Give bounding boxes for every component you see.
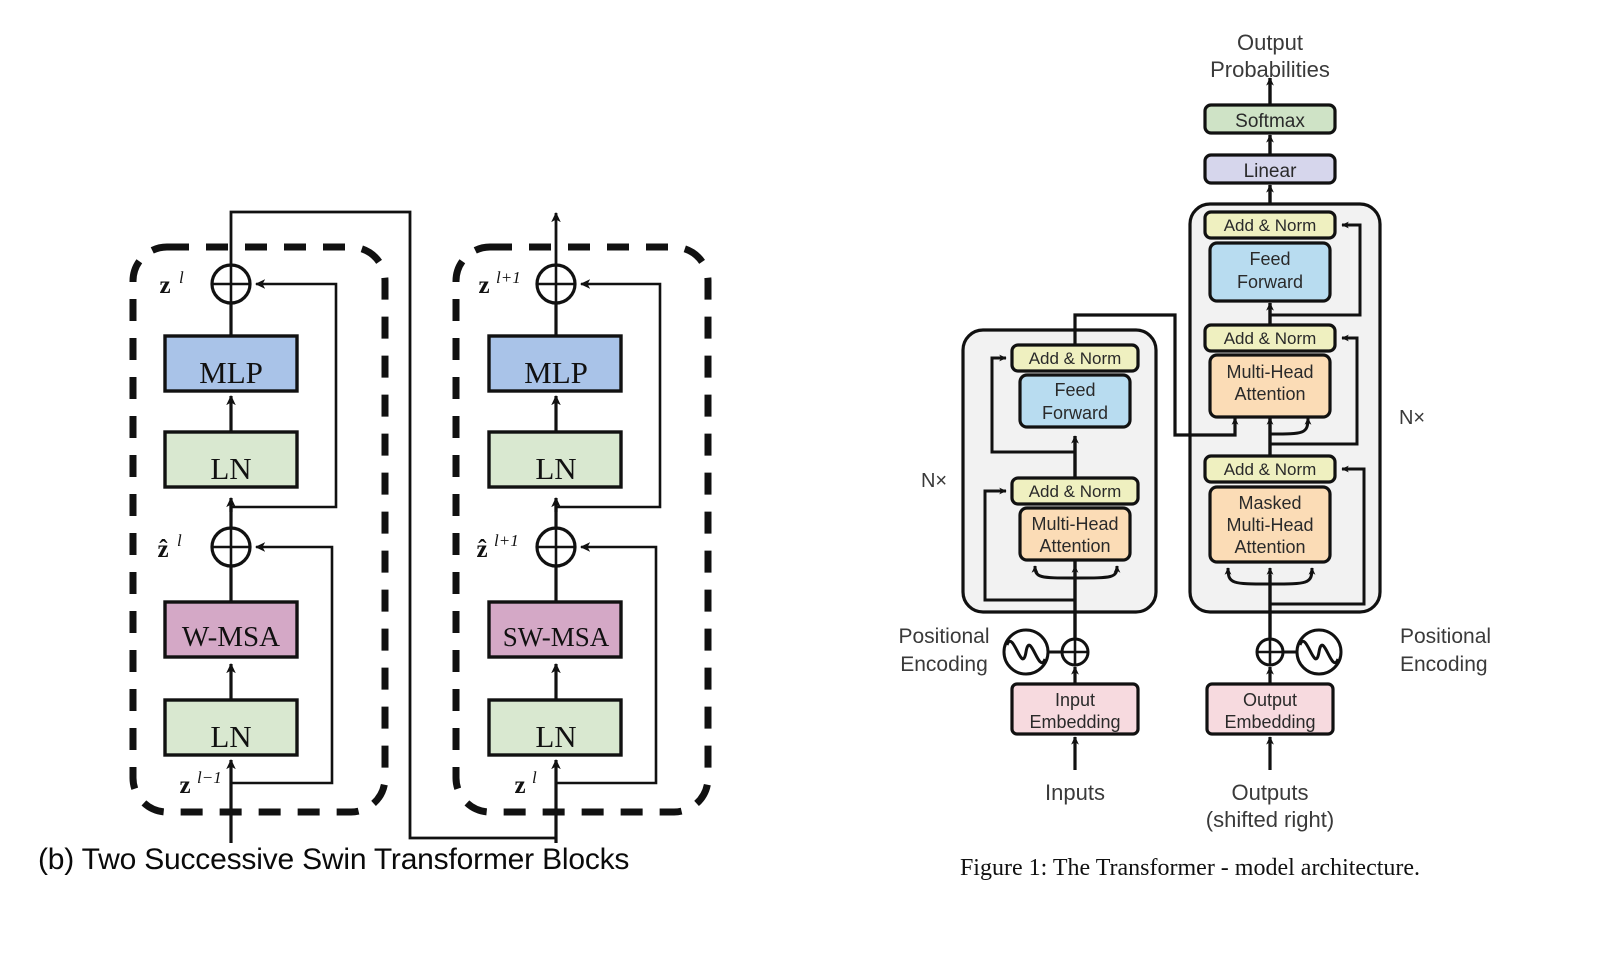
encoder-nx: N×: [921, 470, 947, 492]
svg-text:Multi-Head: Multi-Head: [1226, 362, 1313, 382]
transformer-texts: Output Probabilities Softmax Linear Add …: [898, 30, 1491, 832]
swin-block-2: [452, 211, 712, 843]
svg-text:Forward: Forward: [1237, 272, 1303, 292]
input-embedding-box: [1010, 682, 1140, 736]
swin-block-2-labels: z l+1 ẑ l+1 z l: [476, 268, 537, 799]
encoder-addnorm-2-label: Add & Norm: [1029, 349, 1122, 368]
outputs-label-1: Outputs: [1231, 780, 1308, 805]
svg-text:ẑ: ẑ: [157, 536, 168, 563]
svg-text:Forward: Forward: [1042, 403, 1108, 423]
svg-text:Output: Output: [1243, 690, 1297, 710]
pe-left-line1: Positional: [898, 625, 989, 648]
swin-box-texts: MLP LN W-MSA LN MLP LN SW-MSA LN: [182, 355, 610, 754]
svg-text:Feed: Feed: [1054, 380, 1095, 400]
softmax-label: Softmax: [1235, 111, 1305, 132]
swin-figure-caption: (b) Two Successive Swin Transformer Bloc…: [38, 843, 630, 876]
svg-text:Input: Input: [1055, 690, 1095, 710]
svg-text:l+1: l+1: [496, 268, 521, 287]
svg-text:Multi-Head: Multi-Head: [1031, 514, 1118, 534]
svg-text:l: l: [532, 768, 537, 787]
output-embedding-box: [1205, 682, 1335, 736]
inputs-label: Inputs: [1045, 780, 1105, 805]
outputs-label-2: (shifted right): [1206, 807, 1334, 832]
svg-text:Multi-Head: Multi-Head: [1226, 515, 1313, 535]
decoder-cross-attn-box: [1208, 353, 1332, 419]
svg-text:MLP: MLP: [524, 355, 588, 390]
pe-right-line2: Encoding: [1400, 653, 1488, 676]
decoder-addnorm-3-label: Add & Norm: [1224, 216, 1317, 235]
svg-text:LN: LN: [210, 451, 251, 486]
svg-text:l: l: [179, 268, 184, 287]
svg-text:LN: LN: [535, 451, 576, 486]
linear-label: Linear: [1244, 161, 1297, 182]
swin-block-1: [129, 210, 558, 843]
svg-text:l: l: [177, 531, 182, 550]
decoder-addnorm-1-label: Add & Norm: [1224, 460, 1317, 479]
decoder-ff-box: [1208, 241, 1332, 303]
swin-block-1-labels: z l ẑ l z l−1: [157, 268, 221, 799]
svg-text:Attention: Attention: [1234, 537, 1305, 557]
svg-text:l−1: l−1: [197, 768, 222, 787]
svg-text:Attention: Attention: [1039, 536, 1110, 556]
svg-text:SW-MSA: SW-MSA: [503, 622, 610, 652]
pe-right-line1: Positional: [1400, 625, 1491, 648]
svg-text:l+1: l+1: [494, 531, 519, 550]
decoder-nx: N×: [1399, 407, 1425, 429]
svg-text:Attention: Attention: [1234, 384, 1305, 404]
svg-text:Embedding: Embedding: [1224, 712, 1315, 732]
pe-left-line2: Encoding: [900, 653, 988, 676]
svg-text:ẑ: ẑ: [476, 536, 487, 563]
output-prob-line1: Output: [1237, 30, 1303, 55]
softmax-box: [1203, 103, 1337, 135]
decoder-addnorm-2-label: Add & Norm: [1224, 329, 1317, 348]
decoder-addnorm-3: [1203, 210, 1337, 240]
encoder-addnorm-1-label: Add & Norm: [1029, 482, 1122, 501]
svg-text:z: z: [478, 272, 489, 299]
svg-text:MLP: MLP: [199, 355, 263, 390]
linear-box: [1203, 153, 1337, 185]
transformer-figure-caption: Figure 1: The Transformer - model archit…: [959, 855, 1421, 881]
svg-text:Masked: Masked: [1238, 493, 1301, 513]
decoder-masked-mha-box: [1208, 485, 1332, 564]
svg-text:z: z: [514, 772, 525, 799]
encoder-ff-box: [1018, 373, 1132, 429]
svg-text:LN: LN: [210, 719, 251, 754]
svg-text:z: z: [179, 772, 190, 799]
svg-text:W-MSA: W-MSA: [182, 621, 280, 653]
svg-text:Embedding: Embedding: [1029, 712, 1120, 732]
output-prob-line2: Probabilities: [1210, 57, 1330, 82]
encoder-mha-box: [1018, 506, 1132, 562]
svg-text:LN: LN: [535, 719, 576, 754]
svg-text:z: z: [159, 272, 170, 299]
svg-text:Feed: Feed: [1249, 249, 1290, 269]
